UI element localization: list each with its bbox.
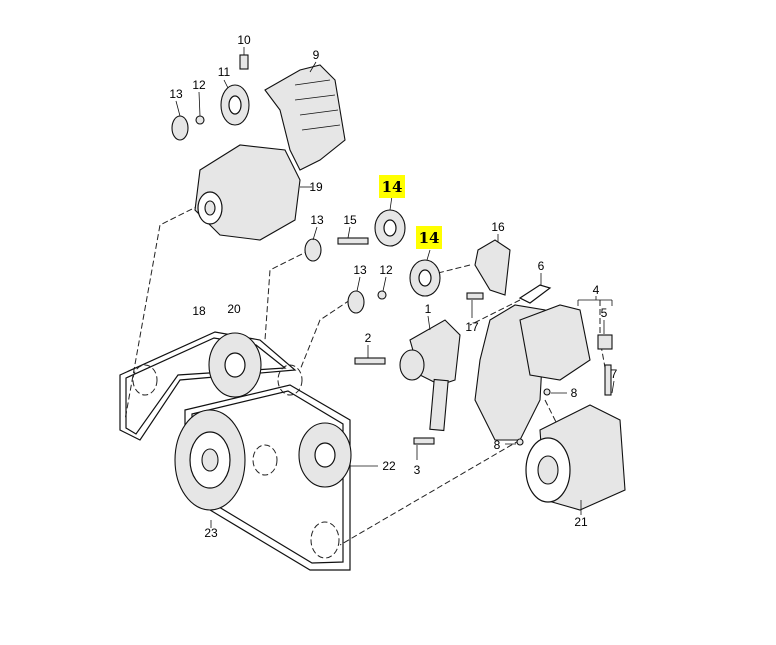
bracket-main [474,304,591,441]
cap-13-b [304,238,322,262]
idler-pulley-14-lower [409,259,441,297]
pulley-11 [220,84,250,126]
callout-9: 9 [313,48,320,62]
bolt-15 [337,237,369,245]
callout-19: 19 [309,180,323,194]
bolt-3 [413,437,435,445]
callout-23: 23 [204,526,218,540]
callout-3: 3 [414,463,421,477]
callout-14-upper: 14 [382,178,403,196]
pulley-22 [298,422,378,488]
cap-13-c [347,290,365,314]
idler-pulley-14-upper [374,209,406,247]
callout-1: 1 [425,302,432,316]
crank-pulley-23 [174,409,246,528]
bolt-12 [195,115,205,125]
highlight-box-14-lower [416,226,442,249]
callout-8-a: 8 [571,386,578,400]
callout-8-b: 8 [494,438,501,452]
callout-12-b: 12 [379,263,393,277]
callout-13: 13 [169,87,183,101]
callout-14-lower: 14 [419,229,440,247]
bushing-5 [597,334,613,350]
callout-2: 2 [365,331,372,345]
ac-compressor-21 [525,404,626,515]
callout-18: 18 [192,304,206,318]
cap-13 [171,115,189,141]
callout-20: 20 [227,302,241,316]
callout-17: 17 [465,320,479,334]
callout-13-b: 13 [310,213,324,227]
highlight-box-14-upper [379,175,405,198]
bolt-2 [354,357,386,365]
dowel-8-b [516,438,524,446]
dowel-8-a [543,388,551,396]
bolt-7 [604,364,612,396]
callout-12: 12 [192,78,206,92]
bolt-12-b [377,290,387,300]
callout-7: 7 [611,367,618,381]
bolt-10 [239,54,249,70]
callout-10: 10 [237,33,251,47]
callout-4: 4 [593,283,600,297]
alternator-19 [194,144,312,241]
callout-16: 16 [491,220,505,234]
callout-21: 21 [574,515,588,529]
callout-22: 22 [382,459,396,473]
callout-15: 15 [343,213,357,227]
callout-5: 5 [601,306,608,320]
pulley-20 [208,332,262,398]
tensioner-1 [399,319,461,432]
callout-11: 11 [218,65,231,79]
callout-6: 6 [538,259,545,273]
gasket-6 [518,284,552,304]
bracket-9 [264,64,346,171]
callout-13-c: 13 [353,263,367,277]
bolt-17 [466,292,484,300]
bracket-16 [474,239,511,296]
